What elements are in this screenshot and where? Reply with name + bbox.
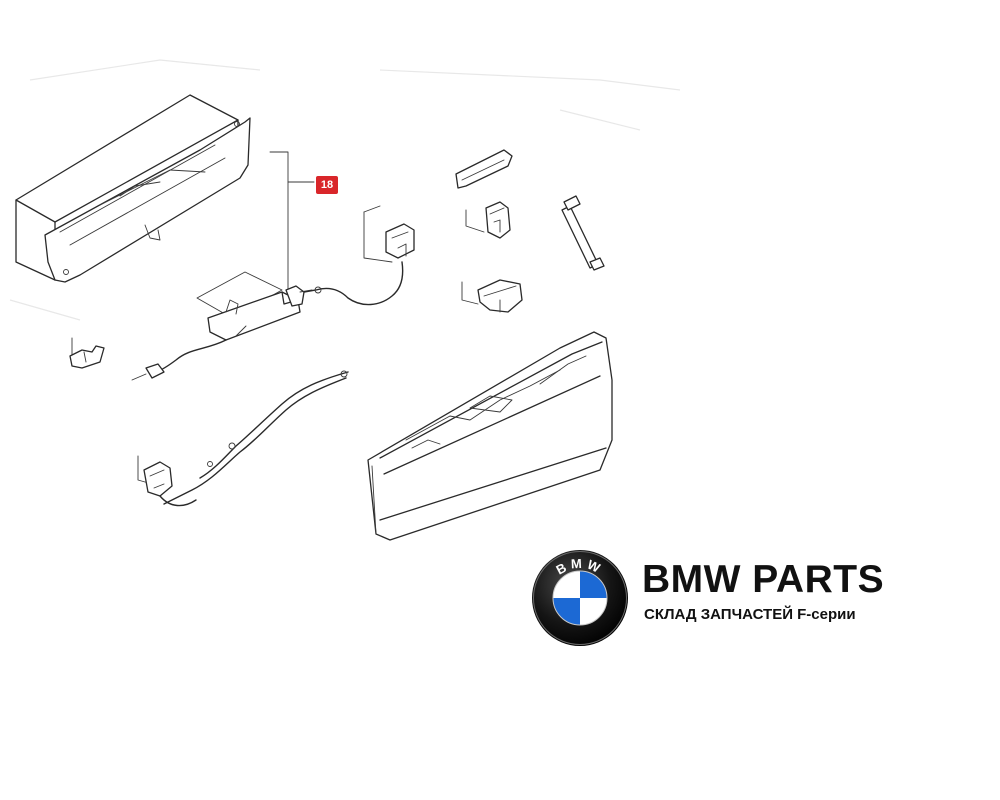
- callout-leader: [269, 151, 315, 293]
- tailgate-handle: [455, 149, 513, 189]
- release-cable-upper: [303, 261, 404, 306]
- bmw-roundel-logo: BMW: [532, 550, 628, 646]
- bmw-logo-text: BMW: [554, 556, 607, 578]
- tailgate-lock-actuator: [196, 271, 313, 341]
- release-switch-sensor: [363, 205, 415, 263]
- brand-subtitle: СКЛАД ЗАПЧАСТЕЙ F-серии: [644, 606, 856, 623]
- part-callout-label: 18: [316, 176, 338, 194]
- brand-block: BMW BMW PARTS СКЛАД ЗАПЧАСТЕЙ F-серии: [530, 548, 950, 648]
- background-ghost-lines: [9, 59, 681, 321]
- actuator-wire-left: [131, 339, 227, 381]
- gas-strut: [561, 195, 605, 271]
- latch-bracket: [461, 279, 523, 313]
- rear-support-bracket: [15, 94, 251, 283]
- upper-lock-bracket: [465, 201, 511, 239]
- tailgate-trim-panel: [367, 331, 613, 541]
- connector-clip-left: [69, 337, 105, 369]
- brand-title: BMW PARTS: [642, 558, 885, 601]
- lower-lock-mechanism: [137, 455, 197, 507]
- release-cable-lower: [163, 370, 349, 505]
